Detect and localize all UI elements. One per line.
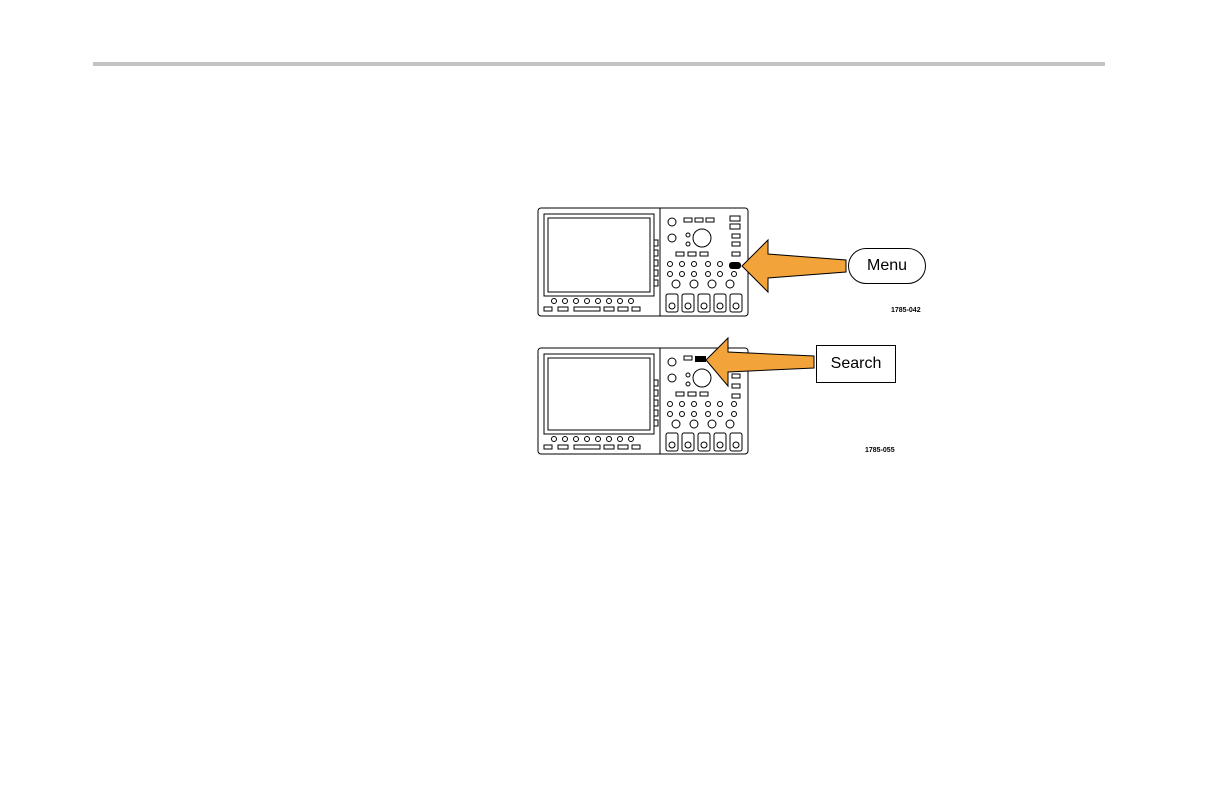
menu-callout-label: Menu — [848, 248, 926, 284]
search-button-highlight — [695, 356, 706, 362]
figure-id-label: 1785-055 — [865, 447, 895, 454]
arrow-to-search-button — [706, 338, 814, 386]
menu-button-highlight — [729, 262, 741, 269]
oscilloscope-figure: Menu 1785-042 Search 1785-055 — [530, 200, 950, 470]
search-callout-label: Search — [816, 345, 896, 383]
figure-id-label: 1785-042 — [891, 307, 921, 314]
arrow-to-menu-button — [742, 240, 846, 292]
header-rule — [93, 62, 1105, 66]
